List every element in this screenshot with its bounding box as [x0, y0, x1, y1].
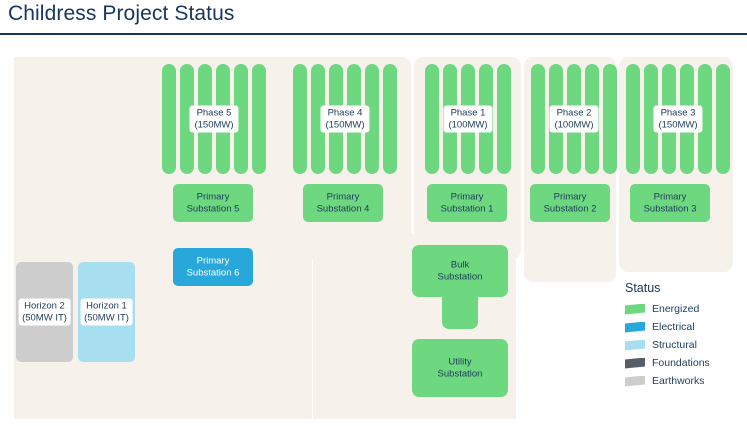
legend-item-earthworks[interactable]: Earthworks: [625, 372, 743, 390]
title-divider: [0, 33, 747, 35]
solar-row: [180, 64, 194, 174]
label-line-1: Horizon 1: [86, 300, 127, 312]
legend-label: Structural: [652, 339, 697, 351]
phase-3-name: Phase 3: [660, 107, 696, 119]
phase-2-capacity: (100MW): [554, 119, 594, 130]
label-line-2: Substation 4: [316, 203, 370, 214]
electrical-swatch-icon: [625, 321, 645, 333]
label-line-2: Substation 5: [186, 203, 240, 214]
phase-1-name: Phase 1: [450, 107, 486, 119]
solar-row: [162, 64, 176, 174]
phase-2-block[interactable]: Phase 2 (100MW): [531, 64, 617, 174]
primary-substation-3-text: Primary Substation 3: [644, 192, 697, 215]
phase-4-capacity: (150MW): [325, 119, 365, 130]
label-line-1: Bulk: [450, 259, 470, 271]
phase-2-label: Phase 2 (100MW): [549, 105, 599, 133]
solar-row: [698, 64, 712, 174]
structural-swatch-icon: [625, 339, 645, 351]
solar-row: [497, 64, 511, 174]
primary-substation-1-text: Primary Substation 1: [441, 192, 494, 215]
primary-substation-4[interactable]: Primary Substation 4: [303, 184, 383, 222]
legend-item-energized[interactable]: Energized: [625, 300, 743, 318]
phase-2-name: Phase 2: [556, 107, 592, 119]
phase-3-capacity: (150MW): [658, 119, 698, 130]
horizon-1-text: Horizon 1 (50MW IT): [80, 298, 133, 326]
site-map: Phase 5 (150MW) Phase 4 (150MW) Phase 1: [0, 36, 747, 426]
phase-5-block[interactable]: Phase 5 (150MW): [162, 64, 266, 174]
parcel-southeast: [524, 242, 616, 282]
label-line-2: Substation: [437, 368, 483, 379]
primary-substation-4-text: Primary Substation 4: [317, 192, 370, 215]
earthworks-swatch-icon: [625, 375, 645, 387]
phase-5-name: Phase 5: [196, 107, 232, 119]
label-line-2: Substation 6: [186, 267, 240, 278]
horizon-1[interactable]: Horizon 1 (50MW IT): [78, 262, 135, 362]
label-line-1: Primary: [653, 191, 687, 203]
label-line-1: Primary: [450, 191, 484, 203]
phase-3-block[interactable]: Phase 3 (150MW): [626, 64, 730, 174]
primary-substation-2-text: Primary Substation 2: [544, 192, 597, 215]
legend-label: Foundations: [652, 357, 710, 369]
phase-5-capacity: (150MW): [194, 119, 234, 130]
horizon-2[interactable]: Horizon 2 (50MW IT): [16, 262, 73, 362]
legend-title: Status: [625, 281, 661, 295]
solar-row: [383, 64, 397, 174]
solar-row: [234, 64, 248, 174]
label-line-2: Substation: [437, 271, 483, 282]
foundations-swatch-icon: [625, 357, 645, 369]
phase-4-label: Phase 4 (150MW): [320, 105, 370, 133]
primary-substation-1[interactable]: Primary Substation 1: [427, 184, 507, 222]
status-legend: Status Energized Electrical Structural F…: [625, 281, 743, 390]
primary-substation-6[interactable]: Primary Substation 6: [173, 248, 253, 286]
primary-substation-5-text: Primary Substation 5: [187, 192, 240, 215]
label-line-1: Primary: [196, 191, 230, 203]
legend-item-structural[interactable]: Structural: [625, 336, 743, 354]
phase-1-capacity: (100MW): [448, 119, 488, 130]
bulk-substation[interactable]: Bulk Substation: [412, 245, 508, 329]
label-line-1: Horizon 2: [24, 300, 65, 312]
legend-item-electrical[interactable]: Electrical: [625, 318, 743, 336]
utility-substation[interactable]: Utility Substation: [412, 339, 508, 397]
label-line-2: (50MW IT): [84, 312, 129, 323]
phase-5-label: Phase 5 (150MW): [189, 105, 239, 133]
primary-substation-2[interactable]: Primary Substation 2: [530, 184, 610, 222]
solar-row: [311, 64, 325, 174]
solar-row: [425, 64, 439, 174]
phase-1-label: Phase 1 (100MW): [443, 105, 493, 133]
utility-substation-text: Utility Substation: [438, 357, 483, 380]
legend-label: Energized: [652, 303, 700, 315]
solar-row: [603, 64, 617, 174]
legend-label: Electrical: [652, 321, 695, 333]
phase-1-block[interactable]: Phase 1 (100MW): [425, 64, 511, 174]
horizon-2-text: Horizon 2 (50MW IT): [18, 298, 71, 326]
solar-row: [365, 64, 379, 174]
label-line-1: Utility: [448, 356, 472, 368]
bulk-substation-stem: [442, 285, 478, 329]
solar-row: [252, 64, 266, 174]
energized-swatch-icon: [625, 303, 645, 315]
solar-row: [531, 64, 545, 174]
phase-4-block[interactable]: Phase 4 (150MW): [293, 64, 397, 174]
primary-substation-6-text: Primary Substation 6: [187, 256, 240, 279]
page-title: Childress Project Status: [8, 2, 235, 25]
label-line-2: Substation 3: [643, 203, 697, 214]
label-line-2: Substation 2: [543, 203, 597, 214]
label-line-1: Primary: [196, 255, 230, 267]
legend-label: Earthworks: [652, 375, 705, 387]
label-line-1: Primary: [553, 191, 587, 203]
solar-row: [716, 64, 730, 174]
solar-row: [626, 64, 640, 174]
primary-substation-3[interactable]: Primary Substation 3: [630, 184, 710, 222]
phase-3-label: Phase 3 (150MW): [653, 105, 703, 133]
phase-4-name: Phase 4: [327, 107, 363, 119]
solar-row: [644, 64, 658, 174]
primary-substation-5[interactable]: Primary Substation 5: [173, 184, 253, 222]
label-line-2: Substation 1: [440, 203, 494, 214]
label-line-1: Primary: [326, 191, 360, 203]
legend-item-foundations[interactable]: Foundations: [625, 354, 743, 372]
bulk-substation-text: Bulk Substation: [438, 260, 483, 283]
label-line-2: (50MW IT): [22, 312, 67, 323]
solar-row: [293, 64, 307, 174]
